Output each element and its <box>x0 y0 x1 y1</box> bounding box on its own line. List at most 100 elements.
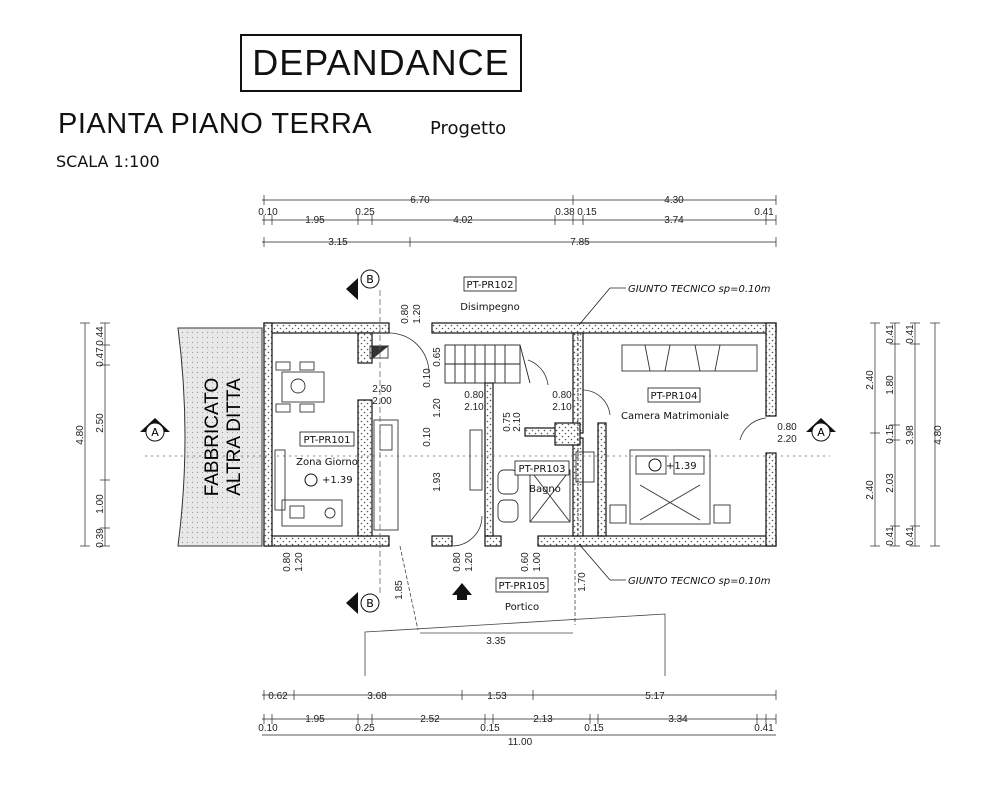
svg-text:0.10: 0.10 <box>422 427 433 447</box>
entrance-arrow-icon <box>452 583 472 600</box>
dimensions-right <box>870 322 940 547</box>
svg-text:0.80: 0.80 <box>777 422 797 433</box>
svg-text:0.41: 0.41 <box>905 526 916 546</box>
svg-text:PT-PR105: PT-PR105 <box>499 581 546 592</box>
svg-text:2.13: 2.13 <box>533 714 553 725</box>
svg-text:4.80: 4.80 <box>75 425 86 445</box>
room-pt-pr104: PT-PR104 Camera Matrimoniale +1.39 <box>621 387 729 472</box>
svg-text:0.44: 0.44 <box>95 326 106 346</box>
svg-text:7.85: 7.85 <box>570 237 590 248</box>
svg-text:0.41: 0.41 <box>754 723 774 734</box>
svg-text:0.47: 0.47 <box>95 347 106 367</box>
svg-text:0.15: 0.15 <box>584 723 604 734</box>
room-pt-pr102: PT-PR102 Disimpegno <box>460 276 520 313</box>
svg-text:1.80: 1.80 <box>885 375 896 395</box>
svg-text:ALTRA DITTA: ALTRA DITTA <box>224 378 245 496</box>
svg-text:Camera Matrimoniale: Camera Matrimoniale <box>621 411 729 422</box>
svg-text:1.53: 1.53 <box>487 691 507 702</box>
svg-text:4.80: 4.80 <box>933 425 944 445</box>
svg-text:1.20: 1.20 <box>294 552 305 572</box>
svg-text:1.70: 1.70 <box>577 572 588 592</box>
svg-text:0.41: 0.41 <box>885 526 896 546</box>
opening-labels: 0.80 1.20 2.50 2.00 0.10 0.65 0.10 1.20 … <box>282 304 797 600</box>
exterior-walls <box>263 322 777 547</box>
building-name: DEPANDANCE <box>252 42 510 83</box>
drawing-subtitle: Progetto <box>430 118 507 139</box>
svg-text:3.68: 3.68 <box>367 691 387 702</box>
svg-text:1.00: 1.00 <box>532 552 543 572</box>
neighbor-label: FABBRICATO ALTRA DITTA <box>202 378 245 497</box>
svg-text:1.95: 1.95 <box>305 215 325 226</box>
room-pt-pr103: PT-PR103 Bagno <box>514 460 570 495</box>
svg-text:0.25: 0.25 <box>355 207 375 218</box>
svg-text:0.75: 0.75 <box>502 412 513 432</box>
svg-text:1.00: 1.00 <box>95 494 106 514</box>
svg-text:2.00: 2.00 <box>372 396 392 407</box>
svg-text:GIUNTO TECNICO sp=0.10m: GIUNTO TECNICO sp=0.10m <box>628 576 771 587</box>
svg-text:0.10: 0.10 <box>422 368 433 388</box>
svg-text:B: B <box>366 597 374 610</box>
svg-text:+1.39: +1.39 <box>322 475 353 486</box>
svg-text:2.40: 2.40 <box>865 370 876 390</box>
joint-note-top: GIUNTO TECNICO sp=0.10m <box>578 284 771 326</box>
svg-text:0.80: 0.80 <box>464 390 484 401</box>
svg-text:Bagno: Bagno <box>529 484 561 495</box>
svg-text:1.85: 1.85 <box>394 580 405 600</box>
svg-text:A: A <box>151 426 159 439</box>
svg-text:0.41: 0.41 <box>754 207 774 218</box>
svg-text:2.50: 2.50 <box>95 413 106 433</box>
svg-text:2.10: 2.10 <box>512 412 523 432</box>
svg-text:3.35: 3.35 <box>486 636 506 647</box>
dimension-ticks-top <box>263 195 777 247</box>
drawing-title: PIANTA PIANO TERRA <box>58 108 373 140</box>
svg-text:1.93: 1.93 <box>432 472 443 492</box>
svg-text:0.10: 0.10 <box>258 207 278 218</box>
bedroom-furniture <box>609 344 758 525</box>
dimensions-top <box>262 199 776 243</box>
svg-text:1.20: 1.20 <box>412 304 423 324</box>
svg-text:1.95: 1.95 <box>305 714 325 725</box>
svg-text:Zona Giorno: Zona Giorno <box>296 457 358 468</box>
svg-text:0.41: 0.41 <box>885 324 896 344</box>
svg-text:0.15: 0.15 <box>577 207 597 218</box>
svg-text:0.80: 0.80 <box>282 552 293 572</box>
svg-text:3.15: 3.15 <box>328 237 348 248</box>
svg-text:0.39: 0.39 <box>95 528 106 548</box>
svg-text:1.20: 1.20 <box>432 398 443 418</box>
svg-text:0.80: 0.80 <box>552 390 572 401</box>
drawing-scale: SCALA 1:100 <box>56 152 160 171</box>
svg-text:2.03: 2.03 <box>885 473 896 493</box>
svg-text:4.30: 4.30 <box>664 195 684 206</box>
svg-text:0.38: 0.38 <box>555 207 575 218</box>
svg-text:0.15: 0.15 <box>480 723 500 734</box>
bathroom-fixtures <box>469 429 595 523</box>
svg-text:Disimpegno: Disimpegno <box>460 302 520 313</box>
svg-text:2.50: 2.50 <box>372 384 392 395</box>
section-b-bottom: B <box>346 592 380 614</box>
svg-text:GIUNTO TECNICO sp=0.10m: GIUNTO TECNICO sp=0.10m <box>628 284 771 295</box>
svg-text:0.25: 0.25 <box>355 723 375 734</box>
door-swings <box>388 332 767 547</box>
svg-text:Portico: Portico <box>505 602 539 613</box>
room-pt-pr105: PT-PR105 Portico <box>495 577 549 613</box>
svg-text:PT-PR104: PT-PR104 <box>651 391 698 402</box>
svg-text:11.00: 11.00 <box>508 737 533 748</box>
stairs <box>444 344 531 384</box>
svg-text:+1.39: +1.39 <box>666 461 697 472</box>
dimensions-left <box>80 322 110 547</box>
section-a-left: A <box>140 418 170 442</box>
svg-text:0.80: 0.80 <box>452 552 463 572</box>
neighbor-building <box>177 327 263 547</box>
svg-text:2.10: 2.10 <box>552 402 572 413</box>
svg-text:5.17: 5.17 <box>645 691 665 702</box>
svg-text:3.74: 3.74 <box>664 215 684 226</box>
svg-text:PT-PR102: PT-PR102 <box>467 280 514 291</box>
svg-text:2.20: 2.20 <box>777 434 797 445</box>
svg-text:0.65: 0.65 <box>432 347 443 367</box>
svg-text:PT-PR101: PT-PR101 <box>304 435 351 446</box>
dimensions-bottom <box>262 690 777 736</box>
svg-text:2.40: 2.40 <box>865 480 876 500</box>
svg-text:FABBRICATO: FABBRICATO <box>202 378 223 497</box>
svg-text:2.10: 2.10 <box>464 402 484 413</box>
